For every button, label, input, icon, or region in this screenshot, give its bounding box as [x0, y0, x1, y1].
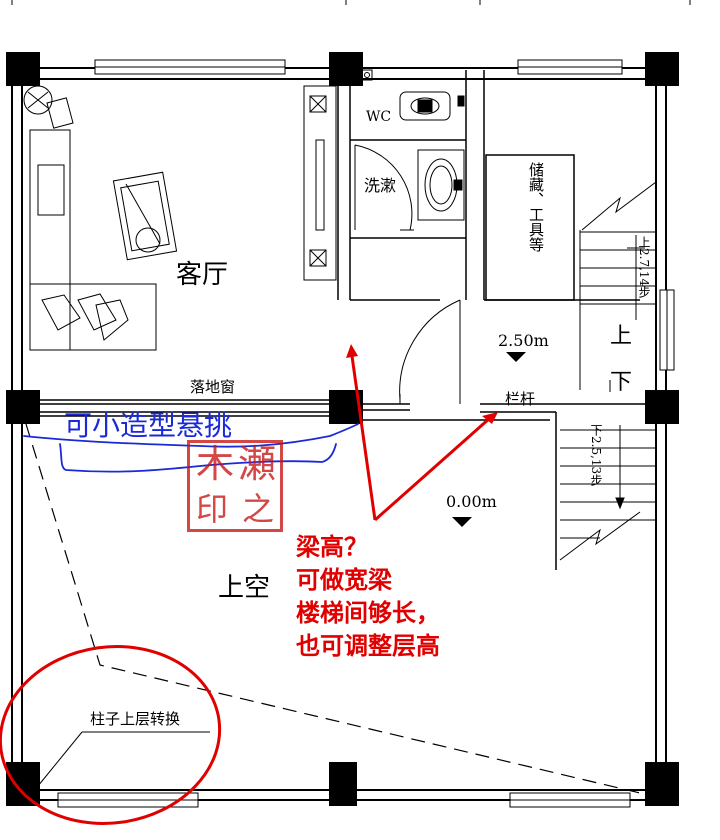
- column-transfer-label: 柱子上层转换: [90, 710, 181, 728]
- interior-walls: [40, 70, 645, 570]
- wardrobe: [303, 85, 337, 281]
- upper-flight-label: 上2.7,14步: [637, 236, 651, 299]
- lower-flight-label: 下2.5,13步: [589, 424, 603, 487]
- down-mark: 下: [610, 370, 633, 395]
- blue-sketch-line: [23, 423, 359, 473]
- living-room-label: 客厅: [176, 260, 229, 290]
- column-transfer-leader: [37, 731, 210, 787]
- plant: [23, 85, 74, 129]
- seal-stamp: 木 瀬 印 之: [187, 440, 283, 532]
- storage-label: 储藏、工具等: [527, 162, 545, 252]
- wc-door: [354, 144, 414, 231]
- landing-level: 2.50m: [498, 331, 549, 350]
- beam-note-2: 可做宽梁: [296, 566, 392, 594]
- storage-room: [485, 154, 575, 301]
- windows: [57, 59, 675, 808]
- french-window-label: 落地窗: [190, 378, 236, 396]
- wc-label: WC: [366, 109, 392, 125]
- up-mark: 上: [610, 324, 633, 349]
- seal-char-3: 印: [196, 490, 229, 528]
- void-label: 上空: [218, 573, 271, 603]
- cantilever-outline: [25, 423, 641, 794]
- level-markers: [452, 352, 526, 527]
- coffee-table: [112, 171, 178, 261]
- railing-label: 栏杆: [505, 390, 536, 408]
- seal-char-2: 瀬: [238, 442, 277, 486]
- upper-stair: [579, 181, 657, 392]
- wc-fixtures: [361, 69, 465, 121]
- seal-char-1: 木: [196, 442, 235, 486]
- red-circle: [0, 645, 222, 825]
- top-edge-ticks: [11, 0, 691, 5]
- seal-char-4: 之: [242, 490, 275, 528]
- washbasin: [417, 149, 465, 221]
- beam-note-3: 楼梯间够长，: [296, 599, 440, 627]
- sofa: [29, 129, 157, 351]
- ground-level: 0.00m: [446, 492, 497, 511]
- landing-door: [399, 299, 461, 404]
- lower-stair: [559, 425, 656, 561]
- beam-note-1: 梁高？: [296, 533, 368, 561]
- beam-note-4: 也可调整层高: [296, 632, 440, 660]
- cantilever-note: 可小造型悬挑: [64, 409, 233, 442]
- red-arrows: [346, 344, 498, 522]
- washroom-label: 洗漱: [364, 176, 397, 195]
- columns: [6, 52, 679, 806]
